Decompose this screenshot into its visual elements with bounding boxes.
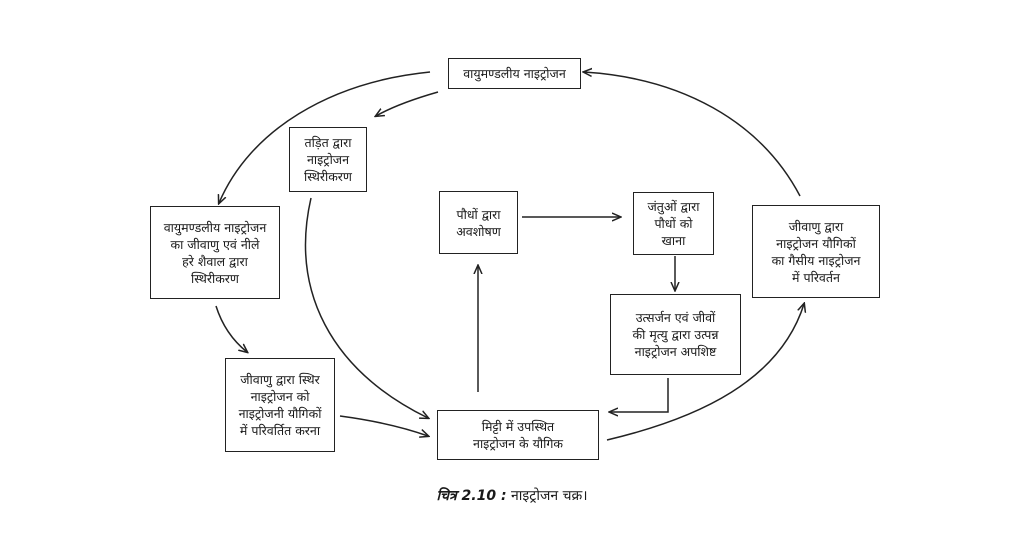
- node-atmospheric-nitrogen: वायुमण्डलीय नाइट्रोजन: [448, 58, 581, 89]
- arrow-excretion-to-soil: [610, 378, 669, 412]
- node-plant-absorption: पौधों द्वारा अवशोषण: [439, 191, 518, 254]
- node-soil-compounds: मिट्टी में उपस्थित नाइट्रोजन के यौगिक: [437, 410, 599, 460]
- arrow-biological-to-bacteria-convert: [215, 305, 247, 352]
- node-excretion-death: उत्सर्जन एवं जीवों की मृत्यु द्वारा उत्प…: [610, 294, 741, 375]
- conversion-line-3: का गैसीय नाइट्रोजन: [771, 252, 861, 268]
- node-biological-fixation: वायुमण्डलीय नाइट्रोजन का जीवाणु एवं नीले…: [150, 206, 280, 299]
- excretion-line-2: की मृत्यु द्वारा उत्पन्न: [632, 327, 719, 342]
- arrow-soil-to-bacterial-conversion: [606, 304, 804, 441]
- figure-title: नाइट्रोजन चक्र।: [511, 488, 588, 504]
- animals-line-2: पौधों को: [654, 216, 693, 231]
- convert-fixed-line-4: में परिवर्तित करना: [239, 423, 321, 438]
- bio-fixation-line-4: स्थिरीकरण: [191, 270, 239, 286]
- plants-line-1: पौधों द्वारा: [456, 206, 501, 222]
- soil-line-1: मिट्टी में उपस्थित: [481, 419, 555, 434]
- arrow-atmospheric-to-biological-fixation: [219, 71, 431, 203]
- soil-line-2: नाइट्रोजन के यौगिक: [473, 436, 563, 451]
- conversion-line-1: जीवाणु द्वारा: [788, 218, 844, 234]
- lightning-line-1: तड़ित द्वारा: [304, 135, 352, 150]
- arrow-atmospheric-to-lightning: [376, 91, 439, 116]
- bio-fixation-line-1: वायुमण्डलीय नाइट्रोजन: [163, 219, 267, 235]
- excretion-line-1: उत्सर्जन एवं जीवों: [635, 310, 716, 325]
- figure-caption: चित्र 2.10 : नाइट्रोजन चक्र।: [0, 486, 1024, 505]
- arrow-bacteria-convert-to-soil: [339, 415, 428, 436]
- node-animals-eat-plants: जंतुओं द्वारा पौधों को खाना: [633, 192, 714, 255]
- animals-line-1: जंतुओं द्वारा: [647, 199, 700, 214]
- plants-line-2: अवशोषण: [456, 223, 501, 239]
- arrow-lightning-to-soil: [304, 197, 428, 418]
- excretion-line-3: नाइट्रोजन अपशिष्ट: [634, 344, 717, 359]
- figure-label: चित्र 2.10 :: [436, 488, 507, 504]
- node-lightning-fixation: तड़ित द्वारा नाइट्रोजन स्थिरीकरण: [289, 127, 367, 192]
- bio-fixation-line-3: हरे शैवाल द्वारा: [182, 253, 248, 269]
- arrow-bacterial-to-atmospheric: [584, 72, 801, 197]
- conversion-line-2: नाइट्रोजन यौगिकों: [776, 235, 856, 251]
- bio-fixation-line-2: का जीवाणु एवं नीले: [170, 236, 260, 252]
- conversion-line-4: में परिवर्तन: [792, 269, 840, 285]
- node-bacteria-convert-fixed: जीवाणु द्वारा स्थिर नाइट्रोजन को नाइट्रो…: [225, 358, 335, 452]
- node-atmospheric-nitrogen-label: वायुमण्डलीय नाइट्रोजन: [463, 66, 566, 81]
- convert-fixed-line-2: नाइट्रोजन को: [250, 389, 310, 404]
- animals-line-3: खाना: [661, 233, 686, 248]
- node-bacterial-conversion: जीवाणु द्वारा नाइट्रोजन यौगिकों का गैसीय…: [752, 205, 880, 298]
- convert-fixed-line-3: नाइट्रोजनी यौगिकों: [238, 406, 322, 421]
- convert-fixed-line-1: जीवाणु द्वारा स्थिर: [240, 372, 320, 387]
- lightning-line-2: नाइट्रोजन: [306, 152, 350, 167]
- lightning-line-3: स्थिरीकरण: [304, 169, 352, 184]
